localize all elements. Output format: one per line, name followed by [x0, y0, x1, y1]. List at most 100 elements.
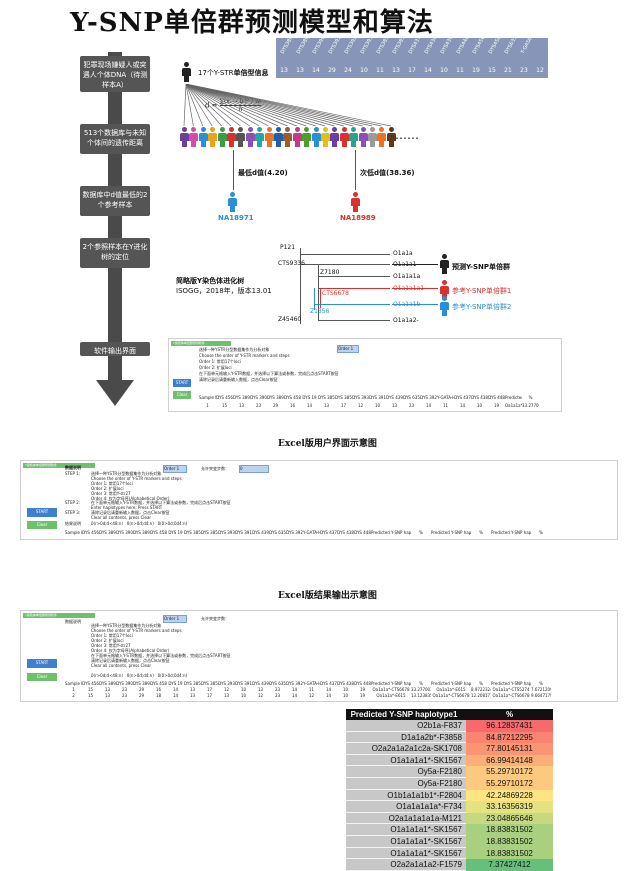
excel-out-column-headers: Sample IDDYS 456DYS 389IDYS 390DYS 389II… [65, 681, 551, 687]
excel-cell: DYS 438 [337, 530, 354, 535]
phylogenetic-tree: P121 CTS9336 Z7180 CTS6678 Z1356 Z45460 … [278, 244, 520, 326]
excel-out-order-select[interactable]: Order 1 [163, 615, 187, 623]
excel-cell: DYS 389II [133, 681, 150, 686]
excel-cell: 13.12383504 [411, 693, 431, 698]
str-value-4: 24 [344, 67, 352, 74]
excel-cell: 14 [325, 687, 332, 692]
excel-cell: DYS 448 [354, 681, 371, 686]
excel-cell: 9.66471798 [531, 693, 551, 698]
excel-ui-type-value[interactable]: 0 [239, 465, 269, 473]
excel-cell: Oa1a1a*-CTS6678 [372, 687, 410, 692]
str-value-16: 12 [536, 67, 544, 74]
excel-cell: DYS 390 [116, 681, 133, 686]
database-person-icon [330, 127, 340, 147]
thumb-line-2: Order 1: 常用17个loci [199, 359, 241, 364]
tree-note-version: ISOGG，2018年，版本13.01 [176, 287, 272, 295]
str-value-9: 14 [424, 67, 432, 74]
excel-cell: 29 [138, 687, 145, 692]
excel-cell: % [419, 530, 423, 535]
excel-ui-clear-button[interactable]: Clear [27, 521, 57, 529]
flow-step-3: 数据库中d值最低的2个参考样本 [80, 186, 150, 216]
excel-ui-start-button[interactable]: START [27, 508, 57, 517]
flow-step-5: 软件输出界面 [80, 342, 150, 356]
ref1-arrow [392, 288, 438, 289]
excel-ui-line-6: 在下面单元格输入Y-STR数据，并选择以下算法或参数，完成后点击START按钮 [91, 500, 231, 505]
excel-out-line-2: Order 1: 常用17个loci [91, 633, 133, 638]
second-sample-id: NA18989 [340, 214, 376, 222]
nearest-sample-id: NA18971 [218, 214, 254, 222]
result-haplotype: O1a1a1a1*-SK1567 [346, 835, 466, 848]
excel-cell: 15 [87, 687, 94, 692]
excel-cell: 14 [172, 687, 179, 692]
predicted-person-icon [440, 254, 449, 274]
excel-output-caption: Excel版结果输出示意图 [278, 591, 377, 601]
thumb-title: Y染色体单倍群预测软件 [171, 341, 231, 346]
excel-cell: Oa1a1a*-CTS6678 [492, 693, 530, 698]
excel-cell: DYS 438 [337, 681, 354, 686]
excel-cell: 19 [359, 687, 366, 692]
excel-cell: % [479, 530, 483, 535]
excel-cell: 14 [325, 693, 332, 698]
str-value-3: 29 [328, 67, 336, 74]
str-label-prefix: 17个Y-STR [198, 69, 234, 77]
excel-cell: 16 [155, 687, 162, 692]
str-value-15: 23 [520, 67, 528, 74]
excel-cell: 13 [189, 693, 196, 698]
result-percent: 55.29710172 [466, 777, 553, 790]
excel-cell: Predicted Y-SNP haplotype2 [431, 681, 471, 686]
excel-cell: 1 [72, 687, 75, 692]
excel-cell: Sample ID [65, 530, 82, 535]
excel-cell: % [479, 681, 483, 686]
thumb-line-6: 在下面单元格输入Y-STR数据，并选择以下算法或参数，完成后点击START按钮 [199, 371, 339, 376]
result-haplotype: O2b1a-F837 [346, 720, 466, 732]
nearest-d-label: 最低d值(4.20) [238, 169, 288, 177]
database-person-icon [368, 127, 377, 147]
result-haplotype: Oy5a-F2180 [346, 766, 466, 778]
excel-ui-line-9: Clear all contents, press Clear [91, 515, 152, 520]
excel-ui-line-1: Choose the order of Y-STR markers and st… [91, 476, 182, 481]
str-label-main: 单倍型信息 [233, 69, 269, 77]
database-person-icon [358, 127, 368, 147]
excel-cell: 2 [72, 693, 75, 698]
result-percent: 18.83831502 [466, 824, 553, 836]
database-person-icon [255, 127, 265, 147]
result-haplotype: O2a2a1a2a1c2a-SK1708 [346, 743, 466, 755]
excel-out-line-1: Choose the order of Y-STR markers and st… [91, 628, 182, 633]
excel-ui-order-select[interactable]: Order 1 [163, 465, 187, 473]
str-value-11: 11 [456, 67, 464, 74]
str-value-2: 14 [312, 67, 320, 74]
excel-ui-section-2: STEP 2: [65, 500, 81, 505]
database-person-icon [283, 127, 293, 147]
fan-line [185, 84, 391, 127]
thumb-order-select[interactable]: Order 1 [337, 345, 359, 353]
second-drop-line [355, 150, 356, 190]
excel-cell: DYS 385a [184, 530, 201, 535]
tree-leaf-o1a1a2: O1a1a2- [393, 317, 419, 324]
excel-out-start-button[interactable]: START [27, 659, 57, 668]
excel-cell: 17 [206, 687, 213, 692]
database-person-icon [386, 127, 396, 147]
excel-out-clear-button[interactable]: Clear [27, 673, 57, 681]
str-label: 17个Y-STR单倍型信息 [198, 68, 268, 78]
excel-cell: 13 [257, 687, 264, 692]
database-population [180, 127, 400, 149]
result-percent: 66.99414148 [466, 754, 553, 767]
excel-out-section-0: 数据说明 [65, 619, 81, 624]
excel-cell: 12 [223, 687, 230, 692]
database-person-icon [236, 127, 246, 147]
thumb-start-button[interactable]: START [173, 379, 191, 387]
excel-ui-line-2: Order 1: 常用17个loci [91, 481, 133, 486]
database-person-icon [339, 127, 349, 147]
excel-cell: 10 [240, 693, 247, 698]
thumb-clear-button[interactable]: Clear [173, 391, 191, 399]
excel-ui-result-codes: 0(r>0d;d<48:n) 0(n>0d;d4:n) 0(0>0d;0d4:n… [91, 521, 188, 526]
excel-cell: 23 [274, 687, 281, 692]
